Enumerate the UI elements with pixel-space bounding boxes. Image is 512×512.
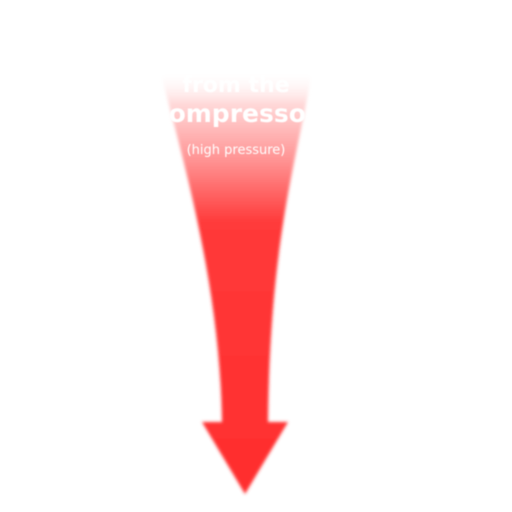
arrow-label-line2: compressor (154, 99, 319, 128)
arrow-label-line3: (high pressure) (187, 143, 286, 158)
arrow-label-line1: from the (182, 73, 289, 98)
downward-flow-arrow (160, 70, 312, 494)
